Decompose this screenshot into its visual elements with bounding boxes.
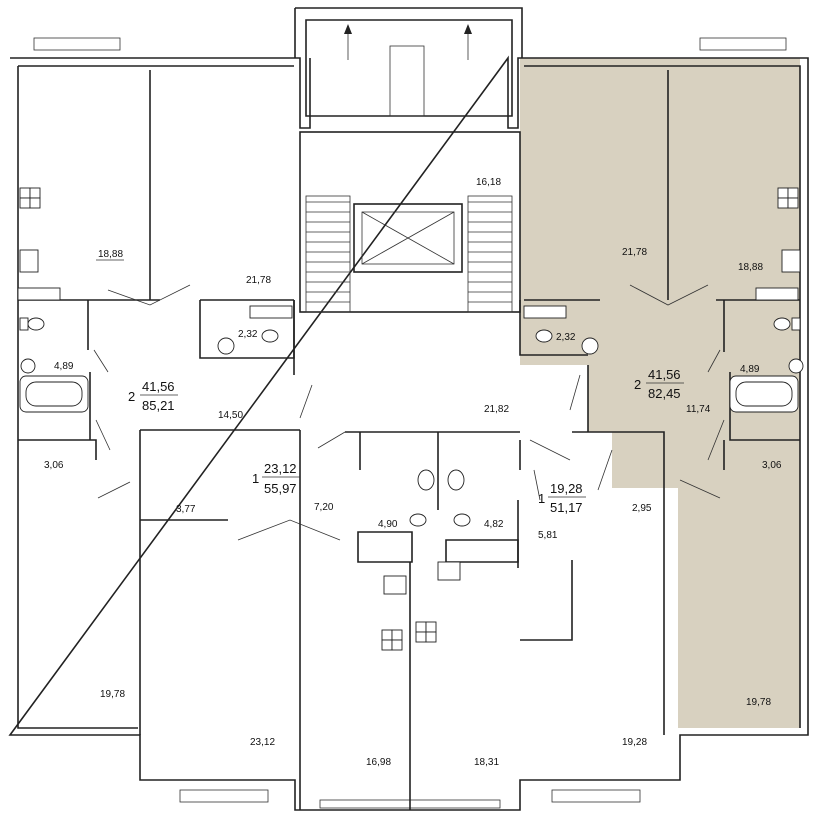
bathtub-left bbox=[19, 375, 89, 413]
apartment-total-area: 85,21 bbox=[142, 398, 175, 413]
stove bbox=[415, 621, 437, 643]
toilets bbox=[19, 317, 801, 527]
apartment-living-area: 41,56 bbox=[142, 379, 175, 394]
apartment-total-area: 51,17 bbox=[550, 500, 583, 515]
window-bars bbox=[33, 37, 787, 809]
room-area-label: 4,82 bbox=[484, 519, 504, 530]
apartment-label-1[interactable]: 2 41,56 85,21 bbox=[128, 379, 178, 413]
apartment-rooms: 2 bbox=[634, 377, 641, 392]
room-area-label: 7,20 bbox=[314, 502, 334, 513]
room-area-label: 21,78 bbox=[622, 247, 647, 258]
room-area-label: 5,81 bbox=[538, 530, 558, 541]
kitchen-sinks bbox=[19, 249, 801, 595]
room-area-label: 4,89 bbox=[54, 361, 74, 372]
room-area-label: 19,78 bbox=[746, 697, 771, 708]
sinks bbox=[20, 337, 804, 491]
apartment-label-4[interactable]: 2 41,56 82,45 bbox=[634, 367, 684, 401]
room-labels: 18,88 21,78 2,32 4,89 14,50 3,06 3,77 7,… bbox=[44, 177, 782, 768]
room-area-label: 11,74 bbox=[686, 404, 711, 415]
room-area-label: 16,98 bbox=[366, 757, 391, 768]
room-area-label: 16,18 bbox=[476, 177, 501, 188]
apartment-living-area: 23,12 bbox=[264, 461, 297, 476]
room-area-label: 18,88 bbox=[738, 262, 763, 273]
room-area-label: 21,82 bbox=[484, 404, 509, 415]
outer-walls bbox=[8, 7, 809, 811]
apartment-label-2[interactable]: 1 23,12 55,97 bbox=[252, 461, 300, 496]
stair-steps bbox=[306, 201, 512, 303]
room-area-label: 3,06 bbox=[44, 460, 64, 471]
door-swings bbox=[93, 284, 725, 541]
room-area-label: 4,89 bbox=[740, 364, 760, 375]
room-area-label: 18,88 bbox=[98, 249, 123, 260]
apartment-rooms: 1 bbox=[252, 471, 259, 486]
entrance-arrows bbox=[344, 24, 472, 60]
room-area-label: 18,31 bbox=[474, 757, 499, 768]
room-area-label: 19,78 bbox=[100, 689, 125, 700]
room-area-label: 3,06 bbox=[762, 460, 782, 471]
stove bbox=[19, 187, 41, 209]
stair-core bbox=[299, 131, 521, 313]
apartment-rooms: 2 bbox=[128, 389, 135, 404]
washer-cabinets bbox=[17, 287, 799, 319]
room-area-label: 19,28 bbox=[622, 737, 647, 748]
apartment-label-3[interactable]: 1 19,28 51,17 bbox=[538, 481, 586, 515]
room-area-label: 4,90 bbox=[378, 519, 398, 530]
stove bbox=[381, 629, 403, 651]
bathtub-right bbox=[729, 375, 799, 413]
kitchen-stoves bbox=[19, 187, 799, 651]
highlighted-apartment[interactable] bbox=[520, 58, 800, 728]
room-area-label: 23,12 bbox=[250, 737, 275, 748]
room-area-label: 3,77 bbox=[176, 504, 196, 515]
apartment-rooms: 1 bbox=[538, 491, 545, 506]
room-area-label: 2,95 bbox=[632, 503, 652, 514]
apartment-total-area: 82,45 bbox=[648, 386, 681, 401]
stove bbox=[777, 187, 799, 209]
apartment-living-area: 41,56 bbox=[648, 367, 681, 382]
apartment-living-area: 19,28 bbox=[550, 481, 583, 496]
room-area-label: 2,32 bbox=[556, 332, 576, 343]
room-area-label: 14,50 bbox=[218, 410, 243, 421]
room-area-label: 21,78 bbox=[246, 275, 271, 286]
room-area-label: 2,32 bbox=[238, 329, 258, 340]
apartment-total-area: 55,97 bbox=[264, 481, 297, 496]
